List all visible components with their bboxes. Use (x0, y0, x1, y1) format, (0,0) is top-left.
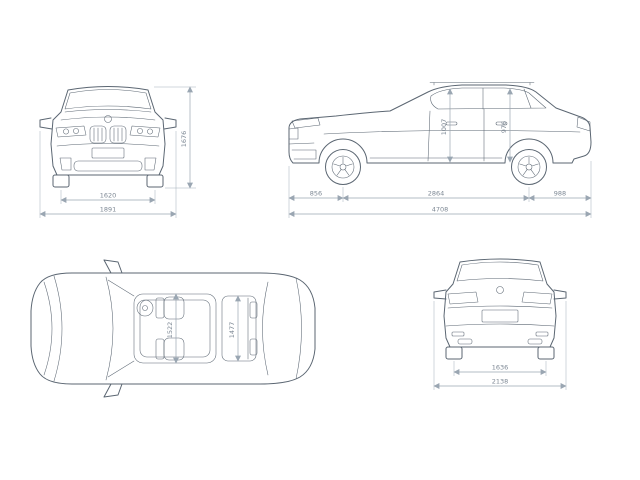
front-width-label: 1891 (100, 206, 117, 214)
front-body-outline (50, 86, 166, 176)
passenger-seat (155, 337, 185, 361)
wheelbase-label: 2864 (428, 190, 445, 198)
right-taillight (521, 291, 553, 305)
rear-wheel (511, 149, 547, 185)
side-body-outline (288, 84, 592, 164)
left-headlight (55, 125, 87, 138)
tailgate-seam (447, 305, 553, 309)
rear-left-mirror (433, 289, 447, 300)
top-body-outline (30, 272, 316, 385)
panorama-roof-inner (139, 299, 211, 358)
extension-lines (433, 301, 567, 390)
rear-bumper-line (445, 323, 555, 327)
left-exhaust (457, 338, 473, 345)
left-headlight-lens (73, 128, 79, 134)
rear-dimensions: 1636 2138 (433, 301, 567, 390)
front-dimensions: 1676 1620 1891 (39, 86, 196, 218)
hood-crease (60, 116, 156, 121)
kidney-grille-right (109, 125, 127, 144)
front-view: 1676 1620 1891 (39, 86, 196, 218)
rear-roundel (496, 286, 504, 294)
rear-car-drawing (433, 258, 567, 360)
headlight-side (291, 117, 321, 129)
grille-slats (93, 127, 123, 142)
right-mirror (163, 117, 177, 130)
lower-intake (73, 160, 143, 172)
windshield-top (105, 276, 135, 381)
left-tire (52, 174, 70, 188)
fog-light-recesses (59, 157, 157, 171)
panorama-roof-outer (133, 293, 217, 364)
rear-body-outline (443, 258, 557, 348)
interior-height-rear-label: 976 (500, 121, 508, 133)
hood-seams (43, 275, 63, 382)
rear-track-label: 1636 (492, 364, 509, 372)
side-view: 1007 976 856 2864 988 4708 (288, 82, 592, 218)
bumper-line (56, 143, 160, 147)
door-seams (427, 108, 485, 162)
top-dimensions: 1522 1477 (166, 293, 241, 364)
taillight-side (576, 116, 591, 132)
rear-license-plate (481, 309, 519, 323)
right-headlight-lens (147, 128, 153, 135)
interior-height-front-label: 1007 (440, 119, 448, 136)
grille-side (288, 127, 299, 140)
right-headlight (129, 125, 161, 138)
left-taillight (447, 291, 479, 305)
rear-right-mirror (553, 289, 567, 300)
rear-view: 1636 2138 (433, 258, 567, 390)
rear-window (456, 261, 544, 282)
side-car-drawing (288, 82, 592, 185)
steering-wheel-hub (142, 305, 148, 311)
front-wheel (325, 149, 361, 185)
cowl-line (64, 109, 152, 113)
steering-wheel (136, 299, 154, 317)
front-car-drawing (39, 86, 177, 188)
front-bumper-line (288, 142, 315, 145)
side-dimensions: 1007 976 856 2864 988 4708 (288, 88, 592, 218)
kidney-grille-left (89, 125, 107, 144)
left-reflector (451, 331, 465, 337)
rear-left-tire (445, 346, 463, 360)
extension-lines (39, 86, 196, 218)
roof-rail (429, 82, 535, 86)
rear-width-label: 2138 (492, 378, 509, 386)
right-reflector (535, 331, 549, 337)
tailgate-line (295, 277, 302, 380)
rear-right-tire (537, 346, 555, 360)
overall-length-label: 4708 (432, 206, 449, 214)
top-mirrors (103, 259, 123, 398)
right-headlight-lens (137, 128, 143, 134)
license-plate (91, 147, 125, 159)
right-exhaust (527, 338, 543, 345)
front-intake-side (291, 149, 317, 160)
rear-window-top (262, 281, 269, 376)
driver-seat (155, 296, 185, 320)
front-height-label: 1676 (180, 131, 188, 148)
right-tire (146, 174, 164, 188)
front-track-label: 1620 (100, 192, 117, 200)
interior-width-rear-label: 1477 (228, 322, 236, 339)
left-mirror (39, 117, 53, 130)
windshield (64, 89, 152, 110)
extension-lines (288, 161, 592, 218)
character-line (323, 130, 581, 135)
interior-width-front-label: 1522 (166, 322, 174, 339)
front-overhang-label: 856 (310, 190, 322, 198)
brand-roundel (104, 115, 112, 123)
rear-overhang-label: 988 (554, 190, 566, 198)
top-view: 1522 1477 (30, 259, 316, 398)
left-headlight-lens (63, 128, 69, 135)
side-windows (430, 87, 547, 110)
